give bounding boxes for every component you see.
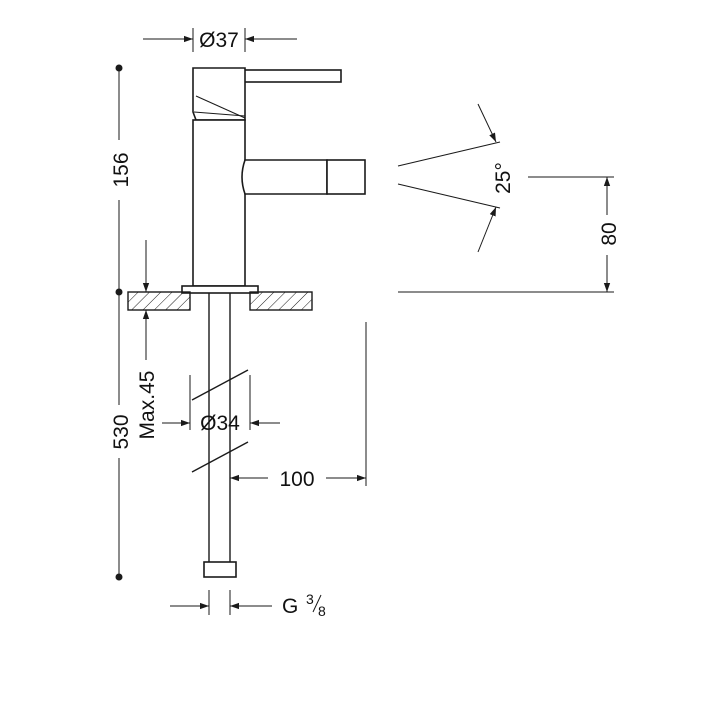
mounting-surface: [127, 291, 313, 311]
label-thread-numerator: 3: [306, 591, 314, 607]
dim-vertical-left: 156 530: [110, 64, 133, 581]
faucet: [181, 67, 366, 294]
label-hose-length: 530: [110, 414, 133, 449]
label-spout-reach: 100: [279, 468, 314, 491]
spray-nozzle: [326, 159, 366, 195]
dim-mount-thickness: Max.45: [136, 240, 159, 439]
label-thread-denominator: 8: [318, 603, 326, 619]
label-spray-angle: 25°: [492, 162, 515, 194]
faucet-column: [192, 119, 246, 287]
label-mount-thickness: Max.45: [136, 371, 159, 440]
lever-handle: [239, 69, 342, 83]
dim-spout-reach: 100: [230, 322, 367, 491]
dim-hole-diameter: Ø34: [162, 375, 280, 435]
dim-spout-height: 80: [398, 176, 621, 293]
label-thread-type: G: [282, 595, 298, 618]
connector-nut: [203, 561, 237, 578]
label-hole-diameter: Ø34: [200, 412, 240, 435]
dim-body-diameter: Ø37: [143, 28, 297, 52]
label-body-diameter: Ø37: [199, 29, 239, 52]
label-spout-height: 80: [598, 222, 621, 245]
dim-connection-thread: G 3 8: [170, 590, 326, 619]
supply-hose: [191, 293, 249, 578]
dim-spray-angle: 25°: [397, 103, 515, 253]
label-total-height: 156: [110, 152, 133, 187]
base-flange: [181, 285, 259, 294]
spout: [241, 159, 328, 195]
